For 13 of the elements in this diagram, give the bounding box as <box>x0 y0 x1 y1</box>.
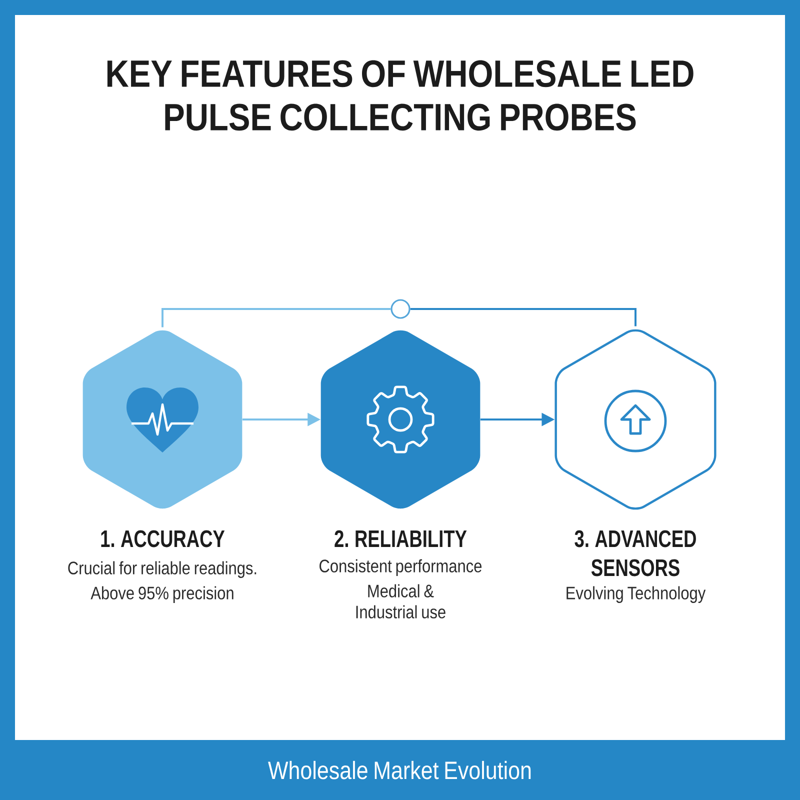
diagram-title: KEY FEATURES OF WHOLESALE LED PULSE COLLECTING PROBES <box>107 60 694 131</box>
connector-line <box>410 308 636 326</box>
footer-caption: Wholesale Market Evolution <box>268 760 531 780</box>
step-heading: 1. ACCURACY <box>101 530 225 548</box>
description-text: Above 95% precision <box>90 586 234 603</box>
description-text: Medical & Industrial use <box>356 584 446 618</box>
description-text: Consistent performance <box>320 559 482 576</box>
junction-circle <box>390 299 410 319</box>
description-text: Crucial for reliable readings. <box>68 561 256 578</box>
step-heading: 3. ADVANCED SENSORS <box>574 530 696 576</box>
description-text: Evolving Technology <box>566 586 706 603</box>
connector-line <box>162 308 391 328</box>
step-heading: 2. RELIABILITY <box>334 530 467 547</box>
